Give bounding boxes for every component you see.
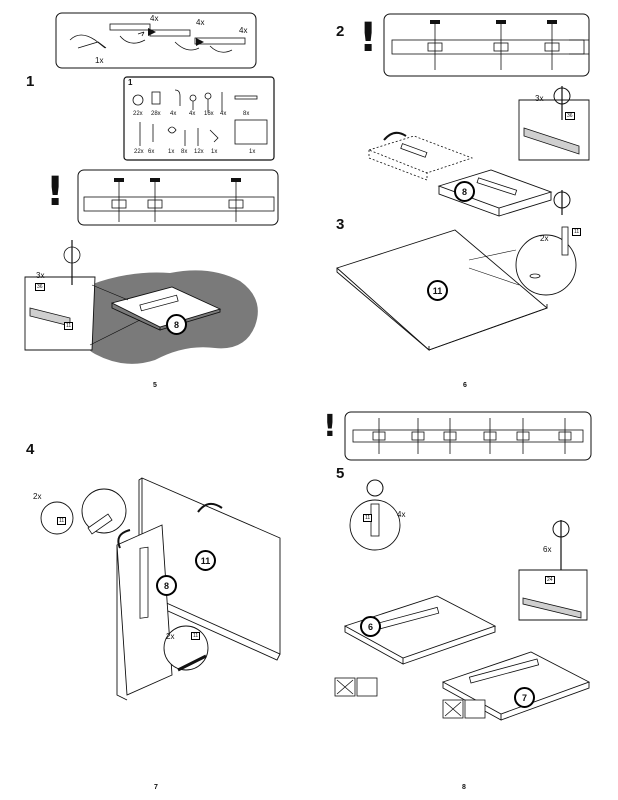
part-count: 8x [243, 111, 250, 117]
warning-icon: ! [46, 169, 65, 215]
count-label: 2x [166, 632, 175, 641]
page-7-illustration [40, 477, 281, 701]
part-count: 22x [133, 111, 143, 117]
page-number: 7 [154, 784, 158, 791]
part-tag: 11 [191, 632, 201, 640]
part-number-badge: 8 [166, 314, 187, 335]
part-count: 1x [211, 149, 218, 155]
step-number: 1 [26, 73, 35, 90]
part-count: 8x [181, 149, 188, 155]
part-count: 1x [249, 149, 256, 155]
part-tag: 36 [565, 112, 575, 120]
page-5-illustration [24, 12, 279, 364]
page-6: 2 3 ! 3x 36 8 2x 11 11 6 [309, 0, 618, 400]
warning-icon: ! [323, 409, 337, 444]
count-label: 4x [397, 510, 406, 519]
step-number: 2 [336, 23, 345, 40]
part-number-badge: 8 [156, 575, 177, 596]
count-label: 3x [36, 271, 45, 280]
count-label: 4x [150, 14, 159, 23]
part-number-badge: 8 [454, 181, 475, 202]
part-number-badge: 6 [360, 616, 381, 637]
count-label: 2x [33, 492, 42, 501]
part-tag: 24 [545, 576, 555, 584]
part-count: 16x [204, 111, 214, 117]
part-count: 6x [148, 149, 155, 155]
part-count: 4x [220, 111, 227, 117]
part-tag: 36 [35, 283, 45, 291]
part-count: 28x [151, 111, 161, 117]
page-8-illustration [334, 411, 592, 721]
part-count: 1x [168, 149, 175, 155]
part-number-badge: 11 [427, 280, 448, 301]
part-number-badge: 7 [514, 687, 535, 708]
part-count: 4x [189, 111, 196, 117]
part-count: 22x [134, 149, 144, 155]
page-7: 4 2x 11 11 8 2x 11 7 [0, 400, 309, 800]
part-count: 4x [170, 111, 177, 117]
page-5: 1 ! 4x 4x 4x 1x 1 22x 28x 4x 4x 16x 4x 8… [0, 0, 309, 400]
page-number: 6 [463, 382, 467, 389]
count-label: 6x [543, 545, 552, 554]
count-label: 2x [540, 234, 549, 243]
count-label: 3x [535, 94, 544, 103]
page-number: 8 [462, 784, 466, 791]
step-number: 4 [26, 441, 35, 458]
page-number: 5 [153, 382, 157, 389]
step-number: 5 [336, 465, 345, 482]
count-label: 4x [196, 18, 205, 27]
warning-icon: ! [359, 15, 378, 61]
part-tag: 11 [57, 517, 67, 525]
part-tag: 11 [64, 322, 74, 330]
part-tag: 11 [363, 514, 373, 522]
part-number-badge: 11 [195, 550, 216, 571]
part-tag: 11 [572, 228, 582, 236]
count-label: 1x [95, 56, 104, 65]
count-label: 4x [239, 26, 248, 35]
part-count: 12x [194, 149, 204, 155]
page-8: ! 5 4x 11 6x 24 6 7 8 [309, 400, 618, 800]
step-number: 3 [336, 216, 345, 233]
parts-table-step: 1 [128, 78, 133, 87]
